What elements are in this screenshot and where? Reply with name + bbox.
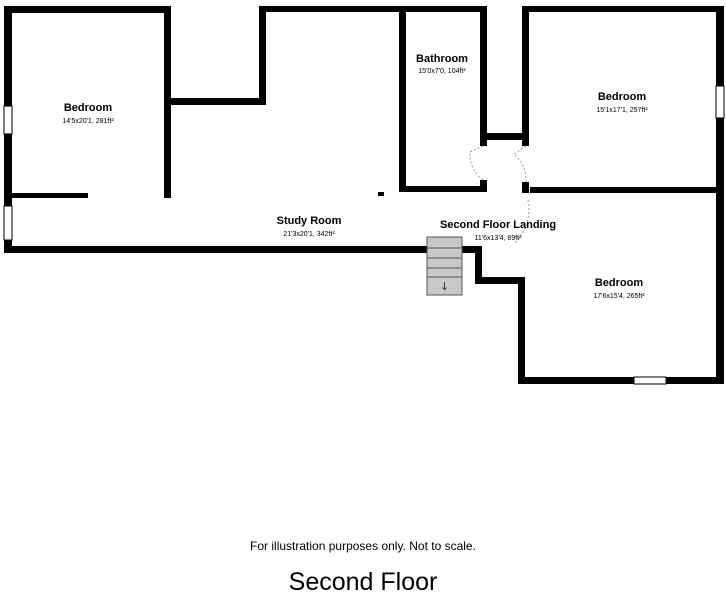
room-labels: Bedroom 14'5x20'1, 281ft² Bathroom 15'0x…	[62, 53, 648, 300]
wall-outer-left-upper	[4, 6, 12, 106]
room-dimensions: 15'1x17'1, 257ft²	[596, 107, 648, 114]
wall-bedroom-right-bottom	[530, 187, 724, 193]
room-dimensions: 17'6x15'4, 265ft²	[593, 293, 645, 300]
down-arrow-icon: ↓	[440, 280, 449, 293]
door-swing-bathroom	[469, 145, 484, 181]
walls	[4, 6, 724, 384]
windows	[3, 85, 725, 385]
room-dimensions: 15'0x7'0, 104ft²	[418, 68, 466, 75]
wall-outer-left-middle	[4, 134, 12, 206]
window-study-left	[3, 205, 13, 241]
wall-bedroom-left-bottom	[8, 193, 88, 198]
wall-bedroom-right-door-stub	[522, 182, 529, 193]
wall-bedroom-right-outer-lower	[716, 118, 724, 198]
wall-study-top	[259, 6, 406, 12]
wall-bathroom-door-stub	[480, 180, 487, 192]
room-name: Study Room	[277, 215, 342, 227]
wall-bedroom-lower-left-upper	[518, 277, 525, 384]
wall-bathroom-bottom	[399, 186, 483, 192]
wall-bathroom-left	[399, 6, 406, 192]
wall-landing-bottom-step	[462, 246, 482, 253]
wall-bedroom-lower-bottom-right	[666, 377, 724, 384]
door-swing-bedroom-lower	[513, 199, 530, 245]
wall-study-bottom	[4, 246, 432, 253]
wall-bedroom-right-outer-upper	[716, 6, 724, 86]
disclaimer-text: For illustration purposes only. Not to s…	[250, 539, 476, 553]
room-name: Bedroom	[64, 102, 113, 114]
room-name: Second Floor Landing	[440, 219, 556, 231]
wall-landing-top	[480, 133, 529, 140]
wall-bedroom-right-left	[522, 6, 529, 146]
wall-landing-bottom-vertical	[475, 246, 482, 284]
room-name: Bathroom	[416, 53, 468, 65]
wall-bedroom-lower-bottom-left	[518, 377, 634, 384]
wall-bedroom-left-top	[4, 6, 170, 13]
wall-bedroom-lower-right	[716, 187, 724, 384]
window-bedroom-right	[715, 85, 725, 119]
stairs-treads	[426, 236, 463, 296]
room-name: Bedroom	[595, 277, 644, 289]
wall-study-corner	[378, 192, 384, 196]
room-name: Bedroom	[598, 91, 647, 103]
window-bedroom-lower	[633, 376, 667, 385]
staircase: ↓	[426, 236, 463, 296]
door-swing-bedroom-right	[513, 145, 527, 183]
room-dimensions: 14'5x20'1, 281ft²	[62, 118, 114, 125]
window-bedroom-left	[3, 105, 13, 135]
wall-bedroom-right-top	[522, 6, 724, 12]
room-dimensions: 11'6x13'4, 89ft²	[475, 235, 523, 242]
wall-landing-bottom	[475, 277, 525, 284]
wall-bathroom-right	[480, 6, 487, 146]
wall-bathroom-top	[399, 6, 487, 12]
wall-study-notch-horizontal	[164, 98, 266, 105]
door-swings	[469, 145, 530, 245]
room-dimensions: 21'3x20'1, 342ft²	[283, 231, 335, 238]
wall-study-notch-vertical	[259, 6, 266, 105]
floor-title: Second Floor	[288, 568, 438, 596]
